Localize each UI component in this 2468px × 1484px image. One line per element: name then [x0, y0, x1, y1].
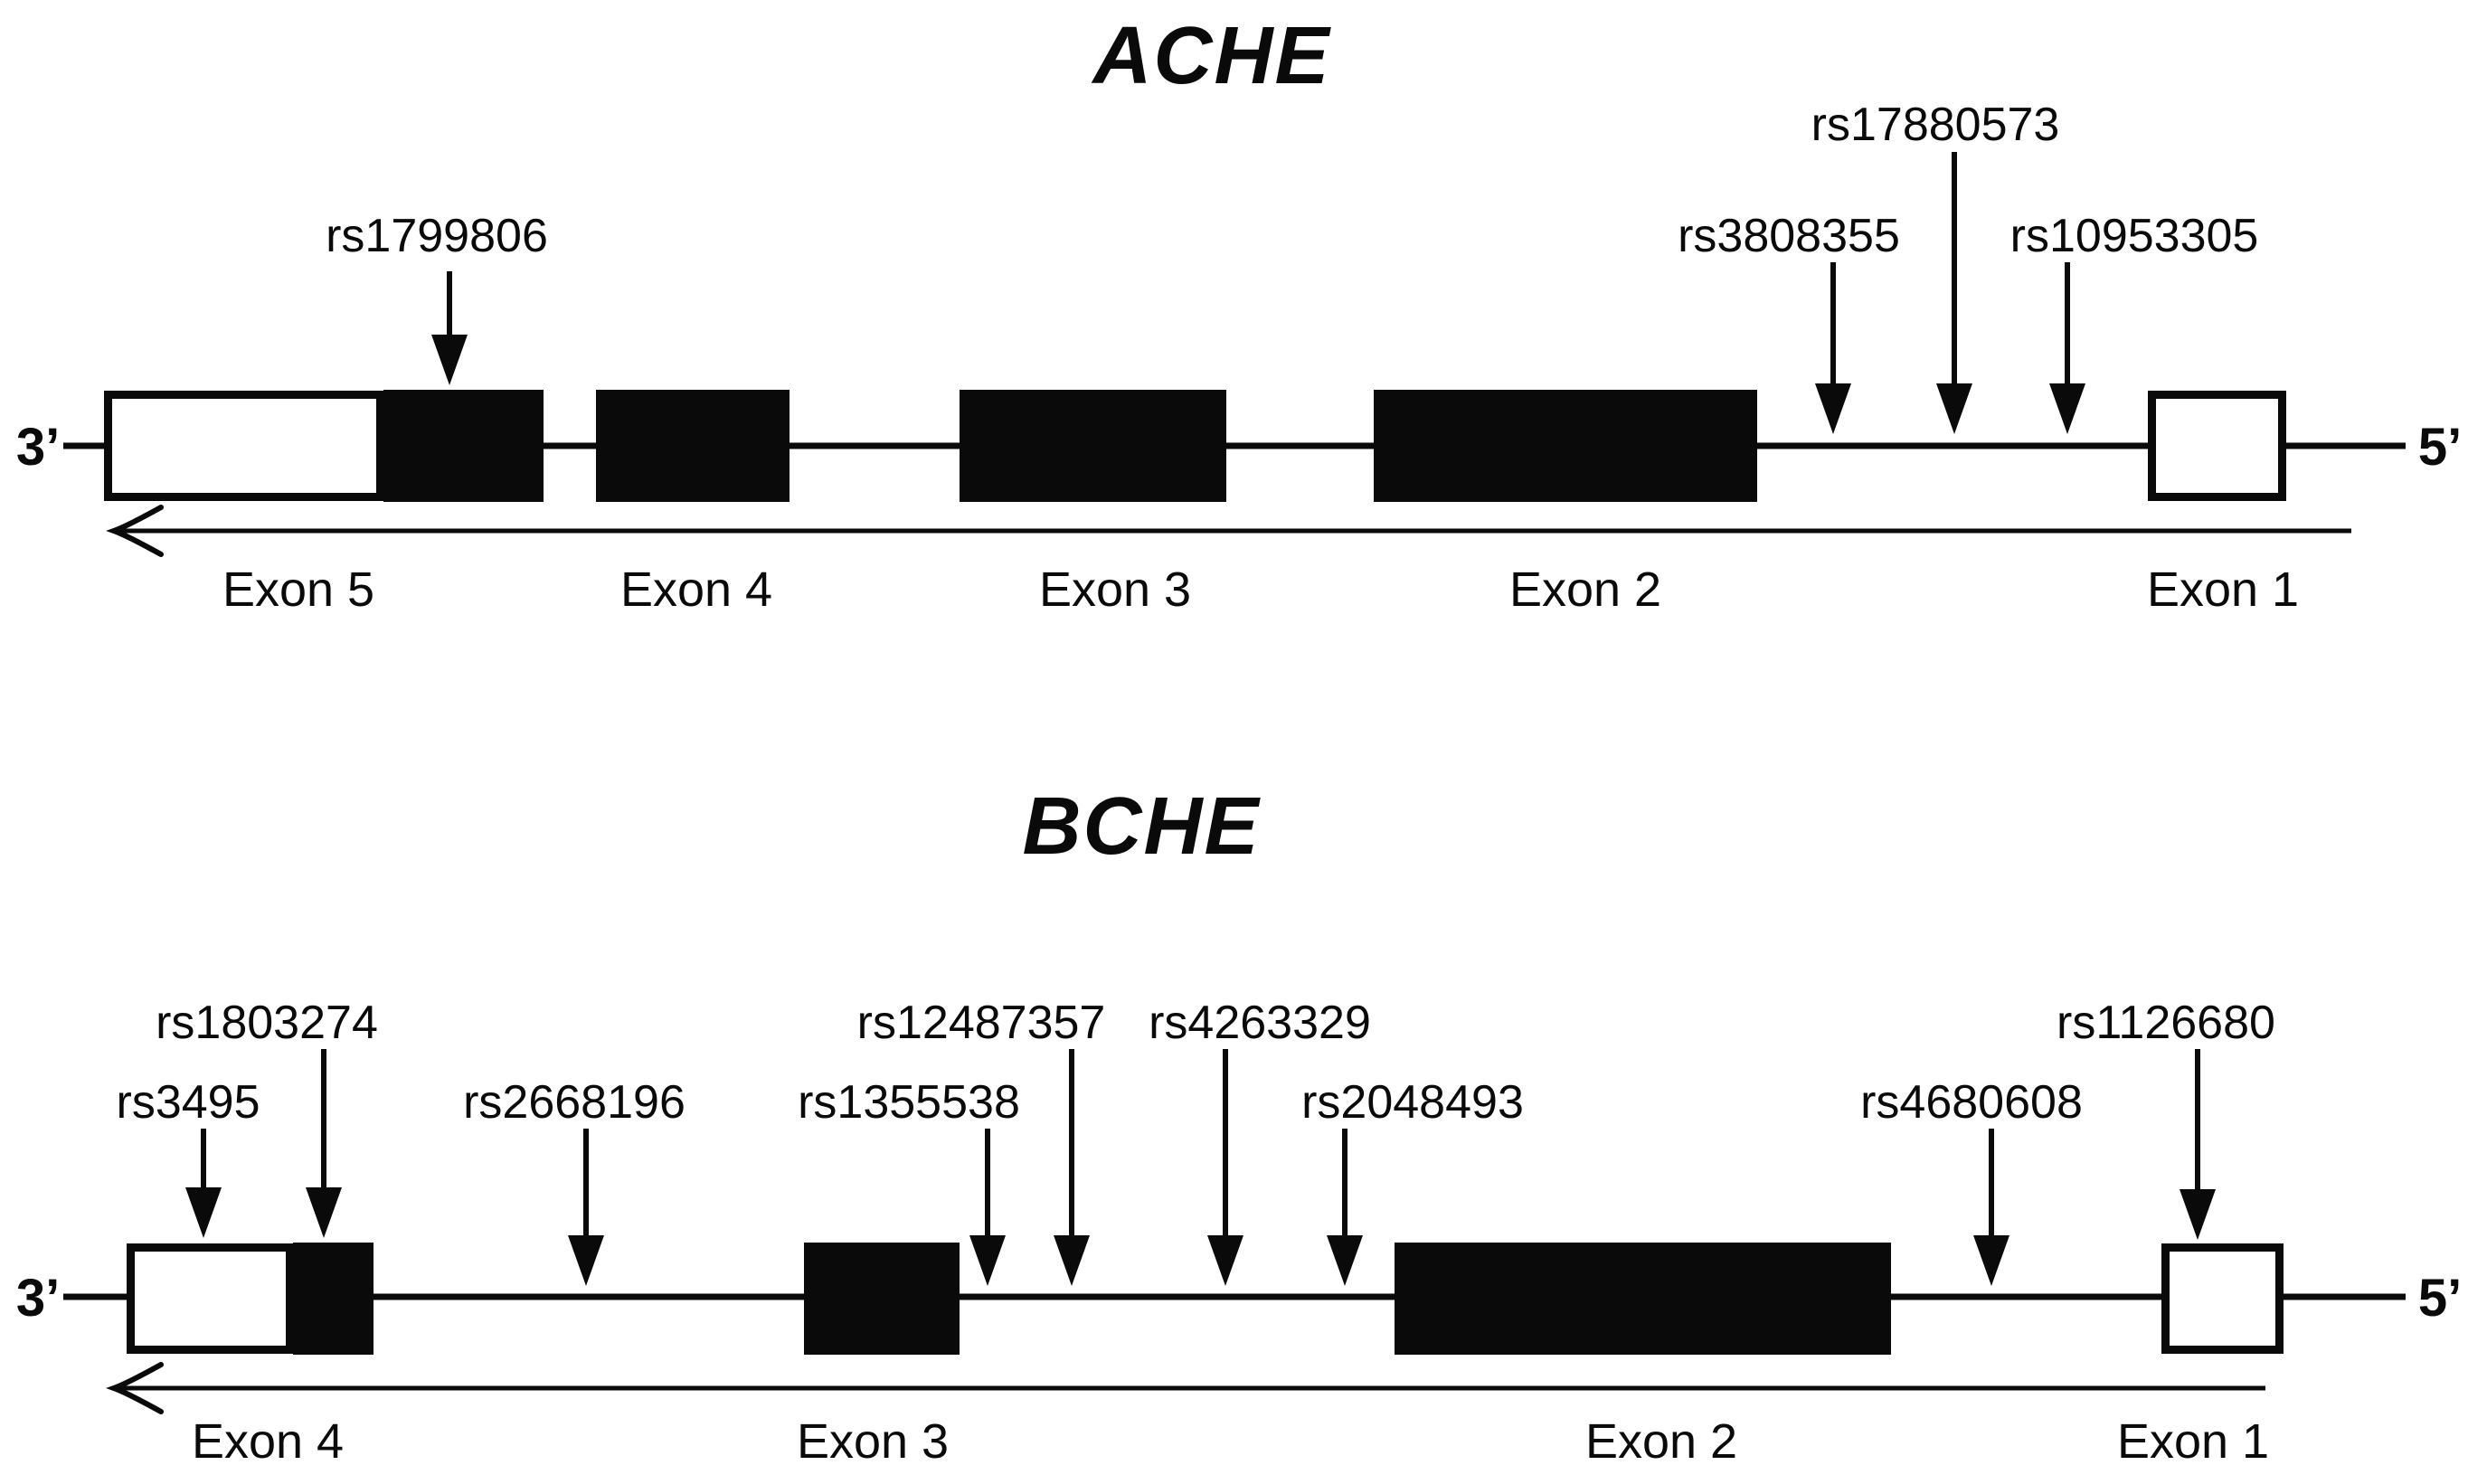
down-arrowhead-icon: [1327, 1235, 1363, 1286]
snp-label: rs2048493: [1301, 1076, 1524, 1129]
exon-box-coding: [293, 1243, 374, 1355]
exon-label: Exon 2: [1509, 562, 1661, 617]
exon-box-coding: [1395, 1243, 1891, 1355]
snp-label: rs3495: [117, 1076, 260, 1129]
snp-label: rs1126680: [2057, 997, 2275, 1049]
snp-label: rs10953305: [2010, 210, 2259, 262]
down-arrowhead-icon: [2049, 383, 2085, 434]
gene-diagram-ache: ACHE 3’ 5’ Exon 5 Exon 4 Exon 3 Exon 2 Exon 1 rs…: [16, 11, 2462, 617]
exon-box-coding: [804, 1243, 960, 1355]
exon-label: Exon 3: [797, 1414, 949, 1469]
down-arrowhead-icon: [306, 1187, 342, 1238]
down-arrowhead-icon: [568, 1235, 604, 1286]
snp-label: rs1799806: [326, 210, 548, 262]
snp-label: rs17880573: [1811, 99, 2060, 151]
three-prime-label: 3’: [16, 418, 60, 477]
exon-box-coding: [596, 390, 790, 502]
exon-label: Exon 3: [1039, 562, 1191, 617]
down-arrowhead-icon: [1815, 383, 1851, 434]
down-arrowhead-icon: [1936, 383, 1972, 434]
gene-diagram-bche: BCHE 3’ 5’ Exon 4 Exon 3 Exon 2 Exon 1 rs3495 rs…: [16, 781, 2462, 1469]
snp-label: rs2668196: [463, 1076, 686, 1129]
left-arrowhead-icon: [106, 1362, 164, 1414]
down-arrowhead-icon: [1054, 1235, 1090, 1286]
exon-box-untranslated: [2148, 391, 2286, 501]
snp-label: rs1355538: [798, 1076, 1020, 1129]
exon-label: Exon 1: [2147, 562, 2299, 617]
snp-label: rs4263329: [1149, 997, 1371, 1049]
exon-box-coding: [383, 390, 544, 502]
snp-label: rs1803274: [156, 997, 378, 1049]
three-prime-label: 3’: [16, 1269, 60, 1328]
snp-label: rs4680608: [1860, 1076, 2083, 1129]
left-arrowhead-icon: [106, 505, 164, 557]
five-prime-label: 5’: [2418, 418, 2462, 477]
down-arrowhead-icon: [431, 335, 468, 385]
exon-box-coding: [1374, 390, 1757, 502]
snp-label: rs12487357: [857, 997, 1106, 1049]
exon-label: Exon 5: [222, 562, 374, 617]
gene-title: ACHE: [1091, 11, 1331, 101]
down-arrowhead-icon: [1973, 1235, 2009, 1286]
exon-box-untranslated: [104, 391, 384, 501]
gene-title: BCHE: [1022, 781, 1261, 872]
down-arrowhead-icon: [969, 1235, 1006, 1286]
exon-box-untranslated: [2161, 1243, 2284, 1354]
down-arrowhead-icon: [1207, 1235, 1243, 1286]
down-arrowhead-icon: [185, 1187, 222, 1238]
five-prime-label: 5’: [2418, 1269, 2462, 1328]
exon-label: Exon 1: [2117, 1414, 2269, 1469]
exon-box-untranslated: [127, 1243, 294, 1354]
snp-label: rs3808355: [1678, 210, 1900, 262]
exon-label: Exon 4: [192, 1414, 344, 1469]
down-arrowhead-icon: [2180, 1189, 2216, 1240]
exon-label: Exon 4: [620, 562, 772, 617]
exon-box-coding: [960, 390, 1226, 502]
exon-label: Exon 2: [1585, 1414, 1737, 1469]
